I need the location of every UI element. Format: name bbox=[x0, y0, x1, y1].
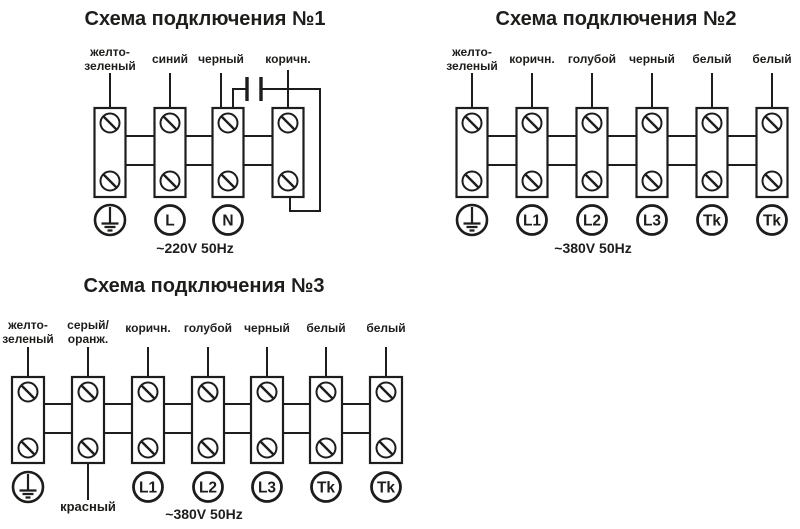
terminal-L3: L3 bbox=[636, 204, 668, 236]
terminal-Tk-label: Tk bbox=[317, 480, 335, 497]
terminal-Tk-label: Tk bbox=[703, 213, 721, 230]
terminal-circle bbox=[696, 204, 728, 236]
wire-label-yellow-green-line1: желто- bbox=[89, 45, 130, 59]
wire-label-yellow-green-line1: желто- bbox=[7, 318, 48, 332]
ground-icon bbox=[11, 470, 45, 504]
terminal-L1-label: L1 bbox=[523, 213, 541, 230]
terminal-L3-label: L3 bbox=[258, 480, 276, 497]
terminal-strip-links bbox=[487, 135, 757, 166]
terminal-block bbox=[132, 377, 164, 463]
wire-label-yellow-green-line2: зеленый bbox=[446, 59, 498, 73]
terminal-circle bbox=[251, 471, 283, 503]
terminal-L1: L1 bbox=[516, 204, 548, 236]
wire-label-black: черный bbox=[629, 52, 675, 66]
wire-label-gray-orange-line2: оранж. bbox=[68, 332, 108, 346]
terminal-L: L bbox=[154, 204, 186, 236]
terminal-circle bbox=[636, 204, 668, 236]
voltage-label: ~380V 50Hz bbox=[165, 506, 242, 522]
terminal-Tk-2: Tk bbox=[756, 204, 788, 236]
terminal-circle bbox=[192, 471, 224, 503]
wire-label-brown: коричн. bbox=[509, 52, 554, 66]
terminal-L1-label: L1 bbox=[139, 480, 157, 497]
terminal-circle bbox=[370, 471, 402, 503]
wire-label-light-blue: голубой bbox=[184, 321, 232, 335]
wires bbox=[27, 347, 387, 377]
wire-label-brown: коричн. bbox=[265, 52, 310, 66]
terminal-block bbox=[697, 108, 728, 197]
terminal-block bbox=[192, 377, 224, 463]
terminal-block bbox=[310, 377, 342, 463]
voltage-label: ~380V 50Hz bbox=[554, 240, 631, 256]
wire-label-red: красный bbox=[60, 499, 116, 514]
terminal-Tk-1: Tk bbox=[696, 204, 728, 236]
wire-label-white: белый bbox=[306, 321, 345, 335]
terminal-L-label: L bbox=[165, 213, 174, 230]
terminal-L1: L1 bbox=[132, 471, 164, 503]
wire-label-yellow-green-line1: желто- bbox=[451, 45, 492, 59]
diagram-1-title: Схема подключения №1 bbox=[85, 8, 326, 30]
diagram-3-title: Схема подключения №3 bbox=[84, 275, 325, 297]
terminal-circle bbox=[310, 471, 342, 503]
terminal-block bbox=[517, 108, 548, 197]
diagram-3: Схема подключения №3 желто- зеленый серы… bbox=[2, 275, 405, 522]
terminal-Tk-1: Tk bbox=[310, 471, 342, 503]
terminal-L2-label: L2 bbox=[199, 480, 217, 497]
terminal-circle bbox=[212, 204, 244, 236]
wire-label-black: черный bbox=[198, 52, 244, 66]
terminal-block bbox=[273, 108, 304, 197]
terminal-L2: L2 bbox=[576, 204, 608, 236]
terminal-circle bbox=[756, 204, 788, 236]
wire-label-blue: синий bbox=[152, 52, 188, 66]
wire-label-gray-orange-line1: серый/ bbox=[67, 318, 109, 332]
terminal-circle bbox=[132, 471, 164, 503]
terminal-N: N bbox=[212, 204, 244, 236]
ground-icon bbox=[455, 203, 489, 237]
terminal-block bbox=[95, 108, 126, 197]
diagram-1: Схема подключения №1 желто- зеленый сини… bbox=[84, 8, 325, 256]
terminal-L3: L3 bbox=[251, 471, 283, 503]
terminal-block bbox=[577, 108, 608, 197]
terminal-strip-links bbox=[125, 135, 273, 166]
terminal-N-label: N bbox=[222, 213, 233, 230]
wire-label-brown: коричн. bbox=[125, 321, 170, 335]
wire-label-light-blue: голубой bbox=[568, 52, 616, 66]
terminal-Tk-2: Tk bbox=[370, 471, 402, 503]
wire-label-white: белый bbox=[692, 52, 731, 66]
wires bbox=[471, 73, 773, 108]
terminal-block bbox=[637, 108, 668, 197]
capacitor-wire bbox=[232, 88, 321, 212]
wire-label-white: белый bbox=[366, 321, 405, 335]
terminal-block bbox=[251, 377, 283, 463]
terminal-circle bbox=[154, 204, 186, 236]
terminal-strip-links bbox=[44, 403, 370, 434]
wire-label-white: белый bbox=[752, 52, 791, 66]
terminal-circle bbox=[516, 204, 548, 236]
capacitor-icon bbox=[245, 77, 263, 101]
terminal-L2: L2 bbox=[192, 471, 224, 503]
terminal-block bbox=[370, 377, 402, 463]
terminal-block bbox=[155, 108, 186, 197]
terminal-circle bbox=[576, 204, 608, 236]
terminal-L3-label: L3 bbox=[643, 213, 661, 230]
terminal-block bbox=[757, 108, 788, 197]
capacitor-circuit bbox=[232, 77, 321, 212]
wire-label-yellow-green-line2: зеленый bbox=[2, 332, 54, 346]
terminal-block bbox=[72, 377, 104, 463]
diagram-2-title: Схема подключения №2 bbox=[496, 8, 737, 30]
diagram-2: Схема подключения №2 желто- зеленый кори… bbox=[446, 8, 791, 256]
voltage-label: ~220V 50Hz bbox=[156, 240, 233, 256]
wire-label-yellow-green-line2: зеленый bbox=[84, 59, 136, 73]
terminal-block bbox=[457, 108, 488, 197]
terminal-block bbox=[213, 108, 244, 197]
ground-icon bbox=[93, 203, 127, 237]
terminal-block bbox=[12, 377, 44, 463]
terminal-L2-label: L2 bbox=[583, 213, 601, 230]
terminal-Tk-label: Tk bbox=[377, 480, 395, 497]
terminal-Tk-label: Tk bbox=[763, 213, 781, 230]
wire-label-black: черный bbox=[244, 321, 290, 335]
